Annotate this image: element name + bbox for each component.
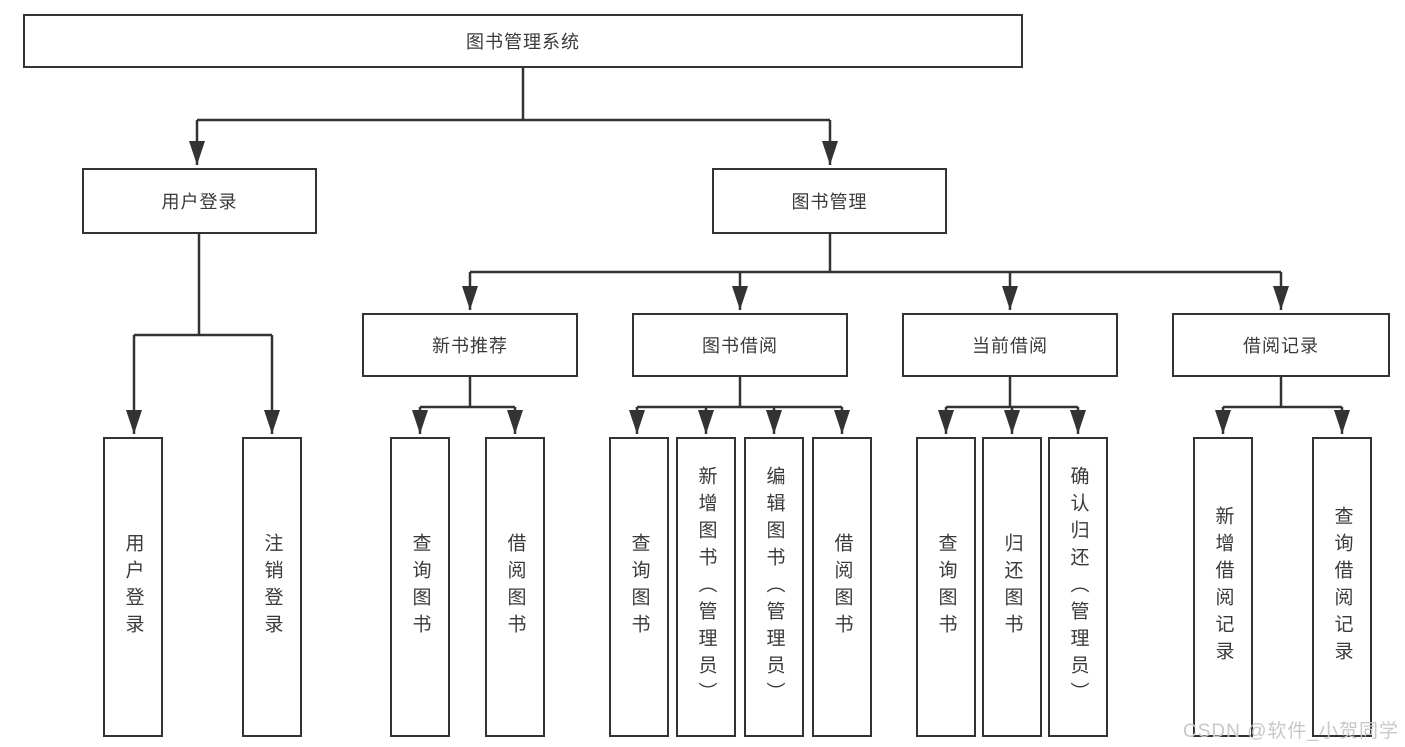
- leaf-confirm-return-admin: 确认归还（管理员）: [1048, 437, 1108, 737]
- leaf-label: 新增图书（管理员）: [695, 465, 717, 709]
- leaf-query-books-borrowing: 查询图书: [609, 437, 669, 737]
- leaf-label: 借阅图书: [504, 533, 526, 641]
- leaf-label: 借阅图书: [831, 533, 853, 641]
- node-label: 借阅记录: [1243, 336, 1319, 356]
- leaf-borrow-books-recommend: 借阅图书: [485, 437, 545, 737]
- leaf-label: 查询图书: [409, 533, 431, 641]
- node-label: 图书管理系统: [466, 32, 580, 52]
- leaf-add-book-admin: 新增图书（管理员）: [676, 437, 736, 737]
- leaf-label: 确认归还（管理员）: [1067, 465, 1089, 709]
- node-user-login: 用户登录: [82, 168, 317, 234]
- leaf-label: 查询图书: [935, 533, 957, 641]
- csdn-watermark: CSDN @软件_小贺同学: [1183, 721, 1399, 742]
- leaf-label: 新增借阅记录: [1212, 506, 1234, 668]
- leaf-query-borrow-record: 查询借阅记录: [1312, 437, 1372, 737]
- leaf-add-borrow-record: 新增借阅记录: [1193, 437, 1253, 737]
- leaf-label: 用户登录: [122, 533, 144, 641]
- node-label: 新书推荐: [432, 336, 508, 356]
- node-borrowing-records: 借阅记录: [1172, 313, 1390, 377]
- leaf-query-books-recommend: 查询图书: [390, 437, 450, 737]
- leaf-logout: 注销登录: [242, 437, 302, 737]
- node-label: 图书管理: [791, 192, 868, 212]
- leaf-label: 注销登录: [261, 533, 283, 641]
- node-label: 用户登录: [161, 192, 238, 212]
- leaf-user-login: 用户登录: [103, 437, 163, 737]
- leaf-label: 查询图书: [628, 533, 650, 641]
- leaf-borrow-books-borrowing: 借阅图书: [812, 437, 872, 737]
- node-book-borrowing: 图书借阅: [632, 313, 848, 377]
- leaf-label: 归还图书: [1001, 533, 1023, 641]
- node-label: 图书借阅: [702, 336, 778, 356]
- leaf-query-books-current: 查询图书: [916, 437, 976, 737]
- node-current-borrowing: 当前借阅: [902, 313, 1118, 377]
- leaf-label: 编辑图书（管理员）: [763, 465, 785, 709]
- leaf-label: 查询借阅记录: [1331, 506, 1353, 668]
- node-library-management-system: 图书管理系统: [23, 14, 1023, 68]
- leaf-return-books: 归还图书: [982, 437, 1042, 737]
- leaf-edit-book-admin: 编辑图书（管理员）: [744, 437, 804, 737]
- node-label: 当前借阅: [972, 336, 1048, 356]
- node-new-book-recommendation: 新书推荐: [362, 313, 578, 377]
- node-book-management: 图书管理: [712, 168, 947, 234]
